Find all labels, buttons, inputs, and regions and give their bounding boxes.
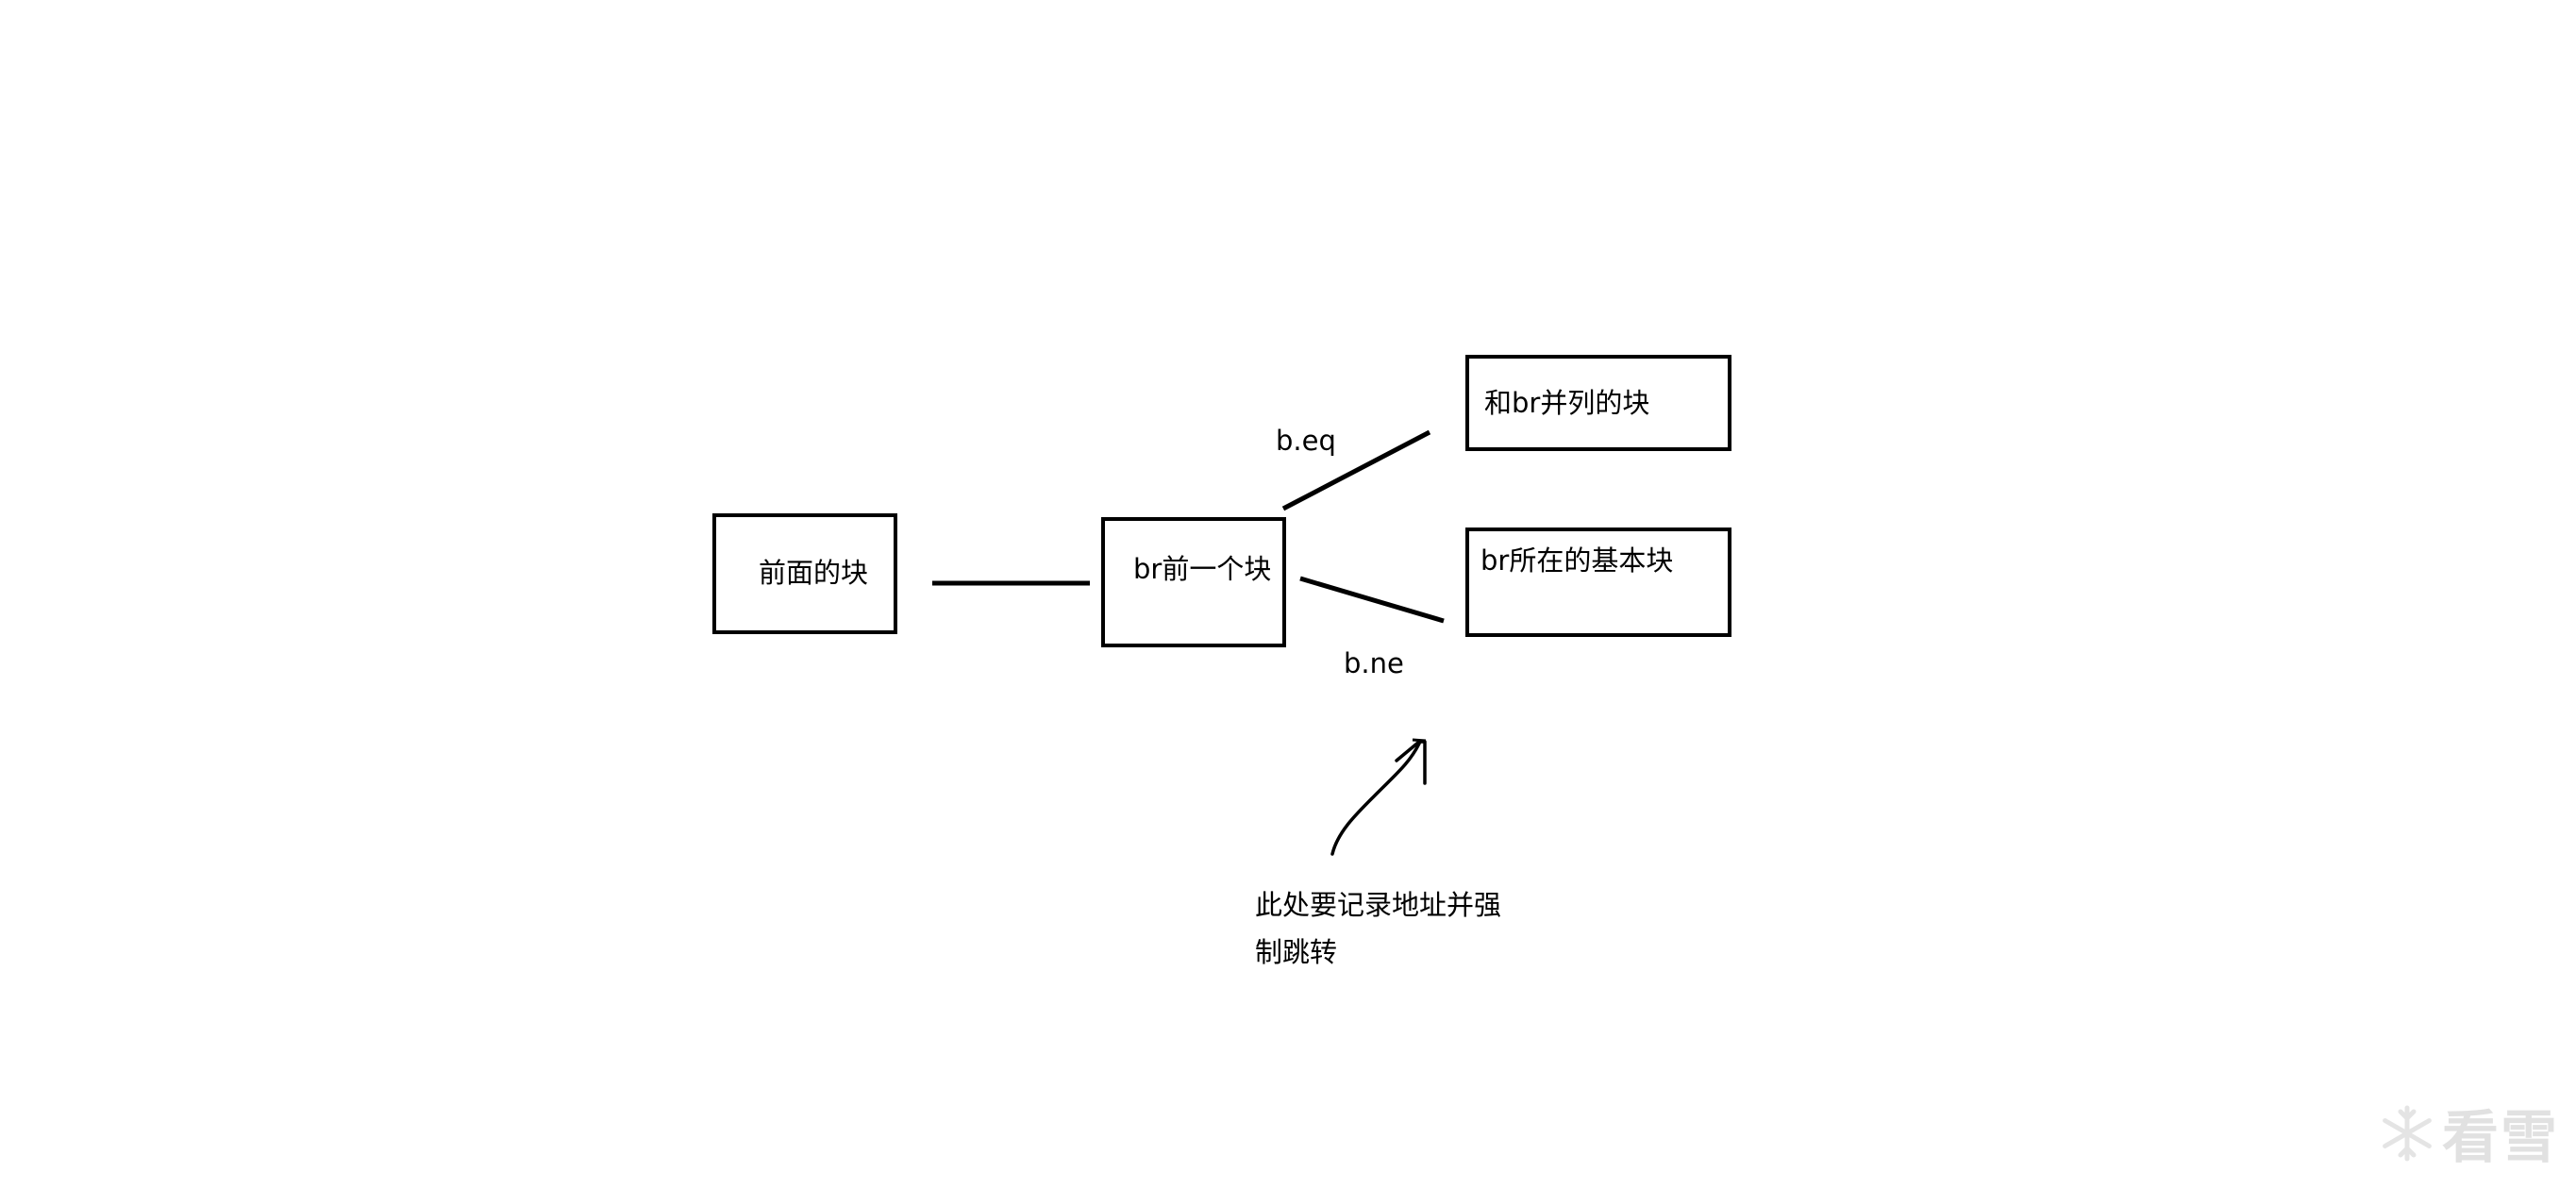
- node-br-prev-block: br前一个块: [1101, 517, 1286, 647]
- node-br-block-label: br所在的基本块: [1480, 544, 1674, 577]
- node-parallel-block: 和br并列的块: [1465, 355, 1731, 451]
- annotation-note-line-1: 此处要记录地址并强: [1255, 889, 1502, 921]
- annotation-note: 此处要记录地址并强 制跳转: [1255, 881, 1501, 976]
- watermark-text: 看雪: [2442, 1105, 2559, 1171]
- arrow-head-tick: [1412, 738, 1427, 743]
- node-br-prev-block-label: br前一个块: [1133, 553, 1272, 585]
- node-prev-block-label: 前面的块: [759, 557, 869, 589]
- handdrawn-arrow: [1330, 742, 1421, 856]
- connector-br-prev-to-br-block: [1299, 576, 1445, 624]
- node-parallel-block-label: 和br并列的块: [1484, 387, 1650, 419]
- arrow-head: [1395, 740, 1427, 785]
- annotation-note-line-2: 制跳转: [1255, 936, 1338, 968]
- watermark: 看雪: [2378, 1092, 2559, 1174]
- edge-label-ne: b.ne: [1344, 647, 1404, 679]
- node-prev-block: 前面的块: [712, 513, 897, 634]
- node-br-block: br所在的基本块: [1465, 528, 1731, 637]
- connector-br-prev-to-parallel: [1281, 429, 1431, 511]
- edge-label-eq: b.eq: [1276, 425, 1336, 457]
- snowflake-icon: [2383, 1105, 2432, 1161]
